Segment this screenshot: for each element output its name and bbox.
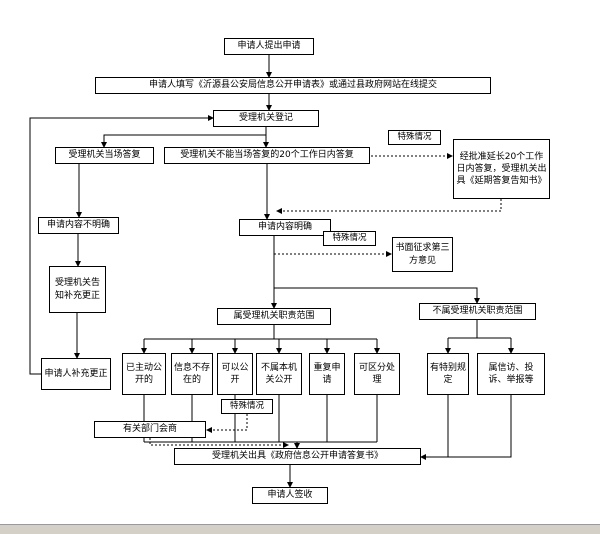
node-notify-supplement: 受理机关告知补充更正 [49, 266, 106, 313]
node-onspot-reply: 受理机关当场答复 [55, 147, 154, 164]
node-fill-form: 申请人填写《沂源县公安局信息公开申请表》或通过县政府网站在线提交 [95, 77, 491, 94]
node-department-consult: 有关部门会商 [94, 421, 206, 438]
node-sign-receipt: 申请人签收 [252, 487, 328, 504]
node-extension-notice: 经批准延长20个工作日内答复，受理机关出具《延期答复告知书》 [453, 139, 550, 199]
node-submit-application: 申请人提出申请 [224, 38, 314, 55]
node-special-case-3: 特殊情况 [221, 399, 273, 414]
node-separable-handling: 可区分处理 [354, 353, 400, 395]
node-content-unclear: 申请内容不明确 [38, 217, 119, 234]
node-applicant-supplement: 申请人补充更正 [41, 358, 111, 390]
node-repeated-application: 重复申请 [309, 353, 345, 395]
node-third-party-opinion: 书面征求第三方意见 [392, 237, 453, 272]
node-petition-complaint: 属信访、投诉、举报等 [477, 353, 545, 395]
node-reply-within-20-days: 受理机关不能当场答复的20个工作日内答复 [164, 147, 370, 164]
node-special-provisions: 有特别规定 [427, 353, 469, 395]
node-register: 受理机关登记 [213, 110, 319, 127]
node-out-of-scope: 不属受理机关职责范围 [419, 303, 536, 320]
node-not-this-authority: 不属本机关公开 [256, 353, 302, 395]
node-special-case-1: 特殊情况 [388, 130, 441, 145]
node-special-case-2: 特殊情况 [323, 231, 376, 246]
node-in-scope: 属受理机关职责范围 [217, 308, 331, 325]
node-can-disclose: 可以公开 [217, 353, 253, 395]
node-info-not-exist: 信息不存在的 [171, 353, 213, 395]
node-already-disclosed: 已主动公开的 [122, 353, 166, 395]
node-issue-reply-document: 受理机关出具《政府信息公开申请答复书》 [174, 448, 421, 465]
node-content-clear: 申请内容明确 [239, 219, 331, 236]
horizontal-scrollbar[interactable] [0, 524, 600, 534]
